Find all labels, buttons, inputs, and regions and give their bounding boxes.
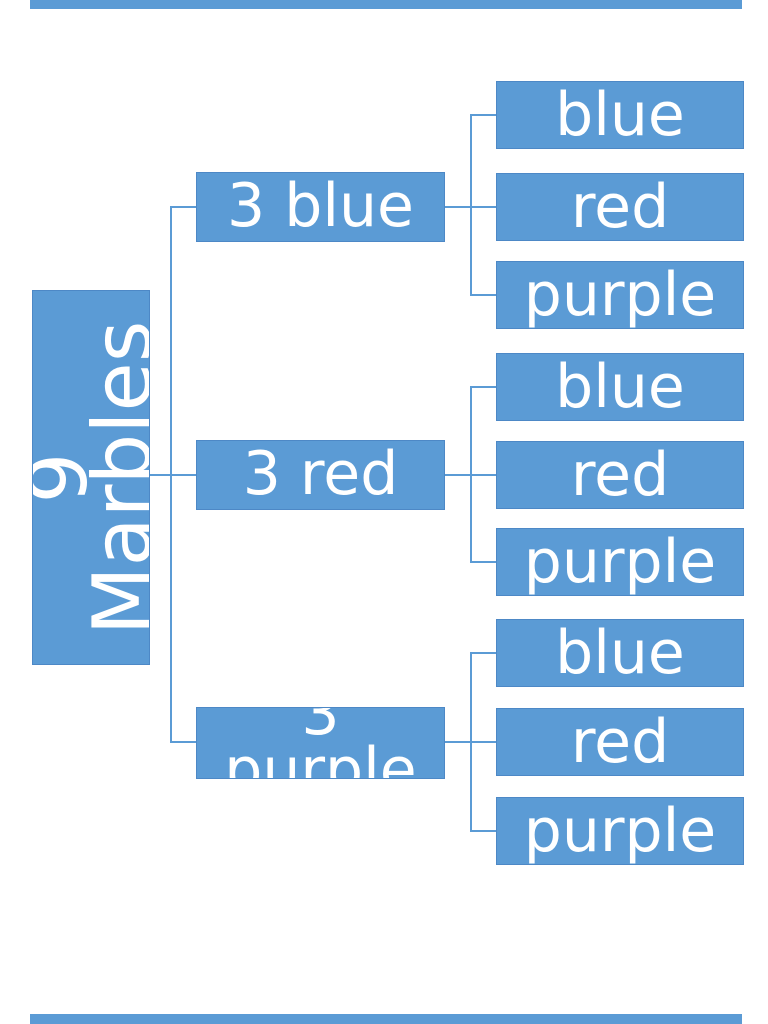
node-leaf-blue: blue (496, 353, 744, 421)
connector-line (150, 474, 196, 476)
node-label: red (570, 441, 670, 509)
node-root-label: 9 Marbles (33, 320, 150, 635)
node-label: purple (523, 261, 717, 329)
node-label: 3 red (242, 440, 399, 510)
node-label: blue (555, 619, 685, 687)
page-edge-bar-bottom (30, 1014, 742, 1024)
connector-line (470, 114, 472, 296)
node-root: 9 Marbles (32, 290, 150, 665)
node-leaf-blue: blue (496, 81, 744, 149)
node-label: purple (523, 797, 717, 865)
node-leaf-purple: purple (496, 528, 744, 596)
connector-line (470, 294, 496, 296)
node-leaf-red: red (496, 173, 744, 241)
node-branch-3-blue: 3 blue (196, 172, 445, 242)
page-edge-bar-top (30, 0, 742, 9)
node-leaf-red: red (496, 441, 744, 509)
node-label: purple (523, 528, 717, 596)
connector-line (470, 652, 496, 654)
connector-line (470, 386, 496, 388)
connector-line (470, 561, 496, 563)
node-label: 3 blue (227, 172, 414, 242)
node-label: blue (555, 81, 685, 149)
connector-line (170, 206, 197, 208)
node-label: red (570, 173, 670, 241)
connector-line (470, 830, 496, 832)
node-leaf-blue: blue (496, 619, 744, 687)
node-label: 3 purple (224, 707, 417, 779)
node-leaf-red: red (496, 708, 744, 776)
connector-line (470, 652, 472, 832)
node-branch-3-red: 3 red (196, 440, 445, 510)
connector-line (170, 741, 197, 743)
connector-line (470, 114, 496, 116)
node-leaf-purple: purple (496, 261, 744, 329)
node-leaf-purple: purple (496, 797, 744, 865)
node-label: red (570, 708, 670, 776)
node-branch-3-purple: 3 purple (196, 707, 445, 779)
node-label: blue (555, 353, 685, 421)
connector-line (470, 386, 472, 563)
